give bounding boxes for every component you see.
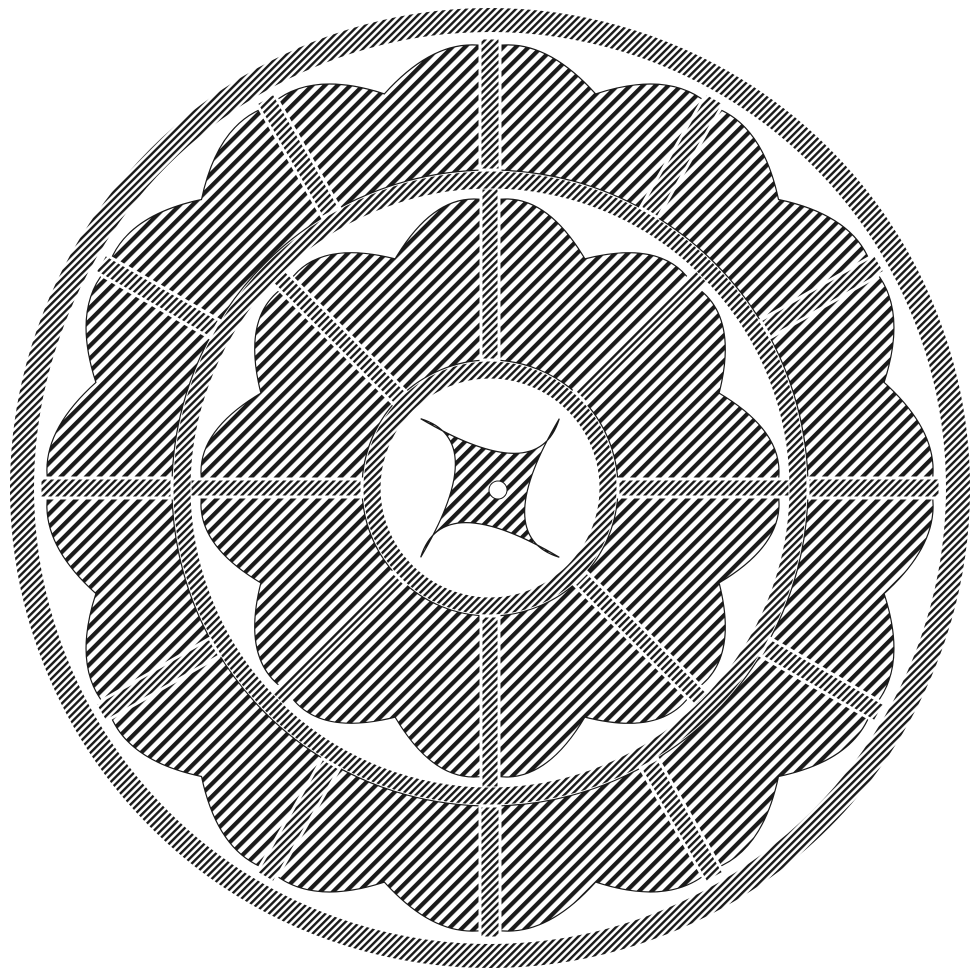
outer-divider-bar xyxy=(480,806,500,938)
center-hub xyxy=(489,481,507,499)
center-medallion xyxy=(382,380,598,596)
inner-divider-bar xyxy=(618,479,790,497)
inner-divider-bar xyxy=(481,616,499,788)
outer-divider-bar xyxy=(480,38,500,170)
inner-divider-bar xyxy=(481,188,499,360)
outer-divider-bar xyxy=(808,478,940,498)
inner-divider-bar xyxy=(190,479,362,497)
outer-divider-bar xyxy=(40,478,172,498)
